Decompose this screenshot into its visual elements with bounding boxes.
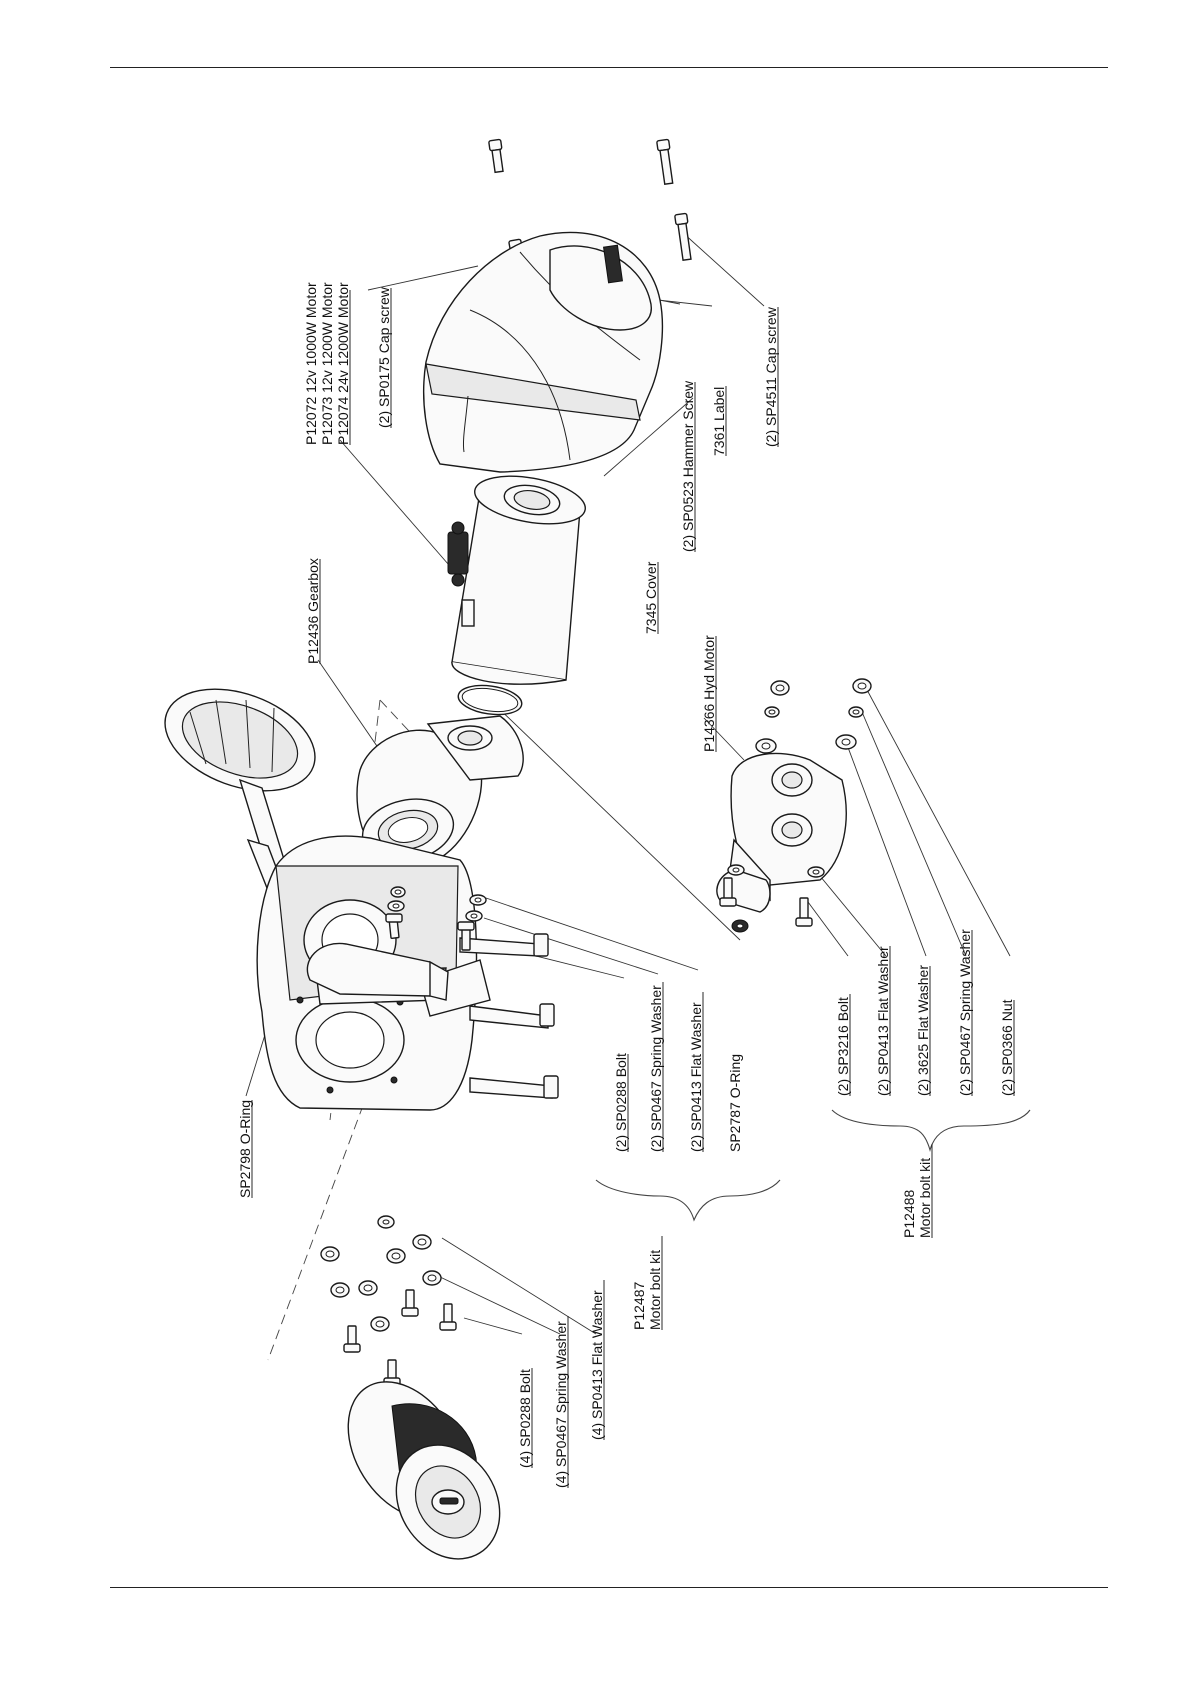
label-nut-0366: (2) SP0366 Nut — [999, 999, 1015, 1096]
bolt-icon — [385, 913, 403, 939]
leader-bolt-3216 — [807, 901, 849, 957]
leader-nut — [865, 687, 1011, 957]
housing-long-bolt — [469, 1005, 549, 1029]
leader-spring-washer-4 — [437, 1275, 561, 1335]
bolt-icon — [795, 897, 813, 927]
label-plate-icon — [602, 244, 624, 284]
label-spring-washer-0467-b: (2) SP0467 Spring Washer — [957, 929, 973, 1096]
washer-icon — [358, 1280, 378, 1296]
cap-screw-icon — [656, 138, 674, 186]
washer-icon — [330, 1282, 350, 1298]
label-kit-12487-name: Motor bolt kit — [647, 1250, 663, 1330]
washer-icon — [469, 894, 487, 906]
label-motor-1: P12072 12v 1000W Motor — [303, 282, 319, 445]
leader-flat-washer-b — [819, 875, 887, 957]
bolt-icon — [457, 921, 475, 951]
part-labels: P12072 12v 1000W Motor P12073 12v 1200W … — [237, 282, 1015, 1488]
gearbox-part — [356, 715, 524, 896]
leader-lines — [245, 231, 1011, 1335]
leader-cap-screw-4511 — [681, 231, 765, 307]
label-spring-washer-0467-4: (4) SP0467 Spring Washer — [553, 1321, 569, 1488]
label-cover: 7345 Cover — [643, 561, 659, 634]
washer-icon — [320, 1246, 340, 1262]
cap-screw-icon — [488, 138, 504, 174]
washer-icon — [755, 738, 777, 754]
cap-screw-icon — [674, 212, 692, 261]
bolt-icon — [439, 1303, 457, 1331]
label-kit-12487-code: P12487 — [631, 1282, 647, 1330]
label-hammer-screw: (2) SP0523 Hammer Screw — [680, 380, 696, 552]
label-bolt-0288-2: (2) SP0288 Bolt — [613, 1053, 629, 1152]
label-kit-12488-code: P12488 — [901, 1190, 917, 1238]
drum-part — [347, 1381, 501, 1560]
leader-cover-2 — [603, 397, 694, 477]
washer-icon — [848, 706, 864, 718]
label-oring-2787: SP2787 O-Ring — [727, 1054, 743, 1152]
bolt-icon — [401, 1289, 419, 1317]
washer-icon — [835, 734, 857, 750]
leader-hyd-motor — [703, 717, 745, 761]
kit-brace-12487 — [595, 1179, 781, 1222]
leader-cap-screw-0175 — [367, 265, 479, 291]
washer-icon — [465, 910, 483, 922]
label-motor-2: P12073 12v 1200W Motor — [319, 282, 335, 445]
leader-flat-washer-4 — [441, 1237, 597, 1335]
washer-icon — [807, 866, 825, 878]
washer-icon — [764, 706, 780, 718]
label-oring-2798: SP2798 O-Ring — [237, 1100, 253, 1198]
leader-bolt-0288-4 — [463, 1317, 523, 1335]
label-flat-washer-3625: (2) 3625 Flat Washer — [915, 965, 931, 1096]
label-flat-washer-0413-4: (4) SP0413 Flat Washer — [589, 1290, 605, 1440]
washer-icon — [377, 1215, 395, 1229]
leader-flat-washer-2 — [485, 897, 699, 971]
cover-part — [422, 231, 664, 473]
nut-icon — [731, 919, 749, 933]
washer-icon — [370, 1316, 390, 1332]
washer-icon — [412, 1234, 432, 1250]
label-gearbox: P12436 Gearbox — [305, 558, 321, 664]
bolt-icon — [719, 877, 737, 907]
leader-flat-washer-3625 — [845, 741, 927, 957]
hyd-motor-part — [716, 752, 847, 913]
motor-part — [447, 475, 586, 685]
nut-icon — [852, 678, 872, 694]
terminal-block-icon — [447, 531, 469, 575]
label-kit-12488-name: Motor bolt kit — [917, 1158, 933, 1238]
washer-icon — [387, 900, 405, 912]
label-bolt-3216: (2) SP3216 Bolt — [835, 997, 851, 1096]
footer-rule — [110, 1587, 1108, 1588]
washer-icon — [727, 864, 745, 876]
leader-spring-washer-b — [861, 711, 967, 957]
bolt-icon — [343, 1325, 361, 1353]
kit-brace-12488 — [831, 1109, 1031, 1152]
label-motor-3: P12074 24v 1200W Motor — [335, 282, 351, 445]
label-cap-screw-0175: (2) SP0175 Cap screw — [376, 286, 392, 428]
rocker-arm-part — [306, 942, 449, 1001]
washer-icon — [390, 886, 406, 898]
leader-spring-washer-2 — [483, 917, 659, 975]
housing-long-bolt — [469, 1077, 553, 1099]
label-bolt-0288-4: (4) SP0288 Bolt — [517, 1369, 533, 1468]
label-cap-screw-4511: (2) SP4511 Cap screw — [763, 306, 779, 447]
washer-icon — [386, 1248, 406, 1264]
leader-motor — [339, 439, 463, 581]
housing-long-bolt — [459, 937, 541, 957]
label-hyd-motor: P14366 Hyd Motor — [701, 635, 717, 752]
leader-oring-2787 — [489, 699, 741, 941]
label-flat-washer-0413-b: (2) SP0413 Flat Washer — [875, 946, 891, 1096]
label-flat-washer-0413-2: (2) SP0413 Flat Washer — [688, 1002, 704, 1152]
label-7361: 7361 Label — [711, 387, 727, 456]
washer-icon — [422, 1270, 442, 1286]
nut-icon — [770, 680, 790, 696]
header-rule — [110, 67, 1108, 68]
label-spring-washer-0467-2: (2) SP0467 Spring Washer — [648, 985, 664, 1152]
